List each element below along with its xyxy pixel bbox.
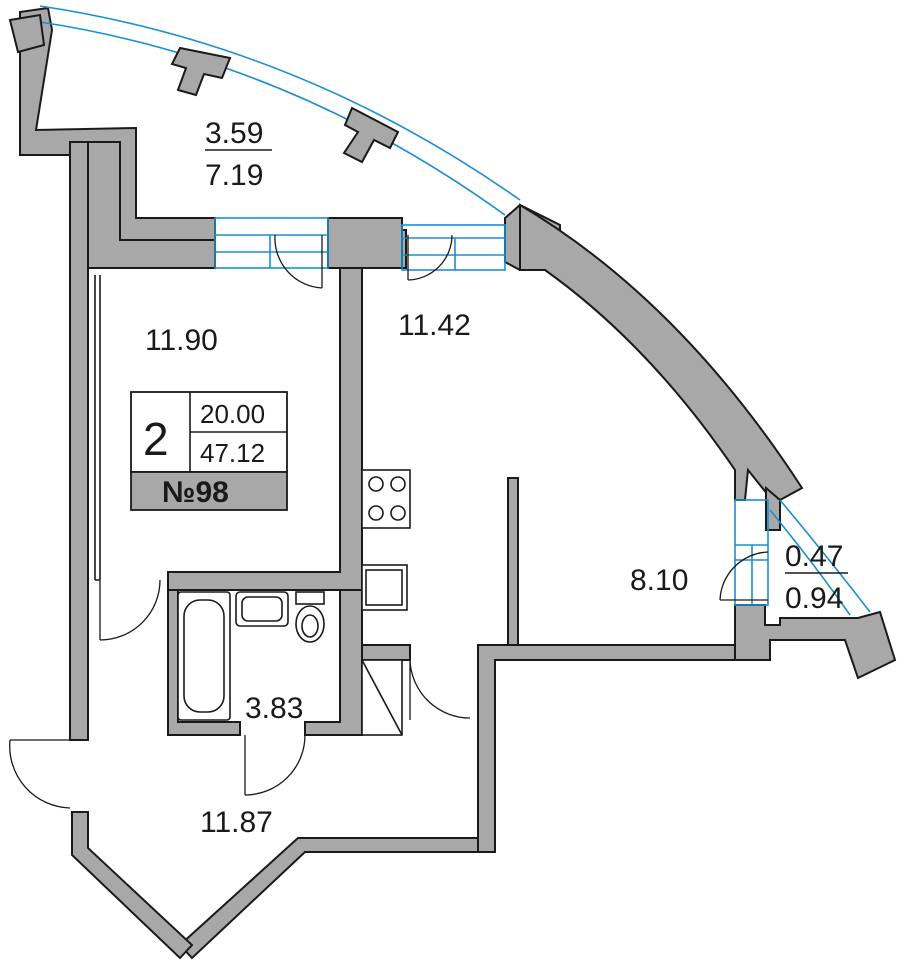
loggia-total-area: 7.19 [205,159,263,192]
badge-rooms-count: 2 [143,413,169,465]
stove-burner-4 [390,505,406,521]
wall-bathroom [167,589,241,736]
wall-hall-right [477,644,736,853]
badge-living-area: 20.00 [200,399,265,429]
wall-balcony-right [765,485,781,531]
door-balcony-left-leaf [274,234,323,289]
wall-top-left [87,141,216,269]
door-small-balcony [719,551,769,601]
balcony-door-right-glass [402,237,505,270]
windows [39,5,871,616]
right-window-outer [779,499,871,613]
wall-top-middle [327,217,403,269]
apartment-badge: 2 20.00 47.12 №98 [130,391,288,511]
wall-hall-bottom-left [71,811,194,960]
stove-burner-2 [390,476,406,492]
wall-hall-kitchen [361,644,411,661]
wall-left-outer [69,141,89,741]
loggia-post-1 [170,46,232,97]
loggia-living-area: 3.59 [205,117,263,150]
wall-kitchen-partition [507,477,519,646]
right-window-inner [769,509,851,616]
wall-balcony-small [734,604,897,680]
balcony-door-right-frame [401,224,506,271]
doors [9,234,769,809]
living-right-area: 8.10 [630,564,688,597]
loggia-window-inner [39,21,506,216]
toilet-tank [295,591,325,605]
walls [19,6,897,960]
badge-apartment-number: №98 [162,476,229,509]
toilet-seat [301,614,319,638]
hall-area: 11.87 [200,806,273,839]
bathtub-inner [183,599,225,713]
stove-burner-3 [368,505,384,521]
loggia-window-outer [39,5,521,201]
door-bathroom [244,734,306,796]
balcony-small-living-area: 0.47 [785,540,843,573]
room-labels: 3.59 7.19 11.90 11.42 8.10 0.47 0.94 3.8… [145,117,848,839]
bathroom-area: 3.83 [245,692,303,725]
loggia-post-left [8,13,46,54]
washbasin-bowl [241,596,283,622]
room-area: 11.90 [145,324,218,357]
door-entry [9,739,71,809]
door-balcony-right-leaf [407,234,453,281]
balcony-small-total-area: 0.94 [785,582,843,615]
badge-number-bar [130,471,288,511]
kitchen-area: 11.42 [398,309,471,342]
small-balcony-door-glass [735,544,768,605]
kitchen-sink-bowl [365,569,403,606]
wall-curved-right [519,203,804,502]
badge-total-area: 47.12 [200,438,265,468]
partition-room-left [94,275,101,581]
stove-burner-1 [368,476,384,492]
wall-hall-bottom [178,837,479,960]
loggia-post-2 [342,106,400,164]
door-kitchen [409,659,471,720]
balcony-door-left-frame [214,217,329,269]
balcony-door-left-glass [215,234,328,268]
fixtures [177,469,411,721]
utility-shaft-diagonal [361,659,403,736]
loggia-posts [8,13,400,164]
door-room [99,579,161,641]
